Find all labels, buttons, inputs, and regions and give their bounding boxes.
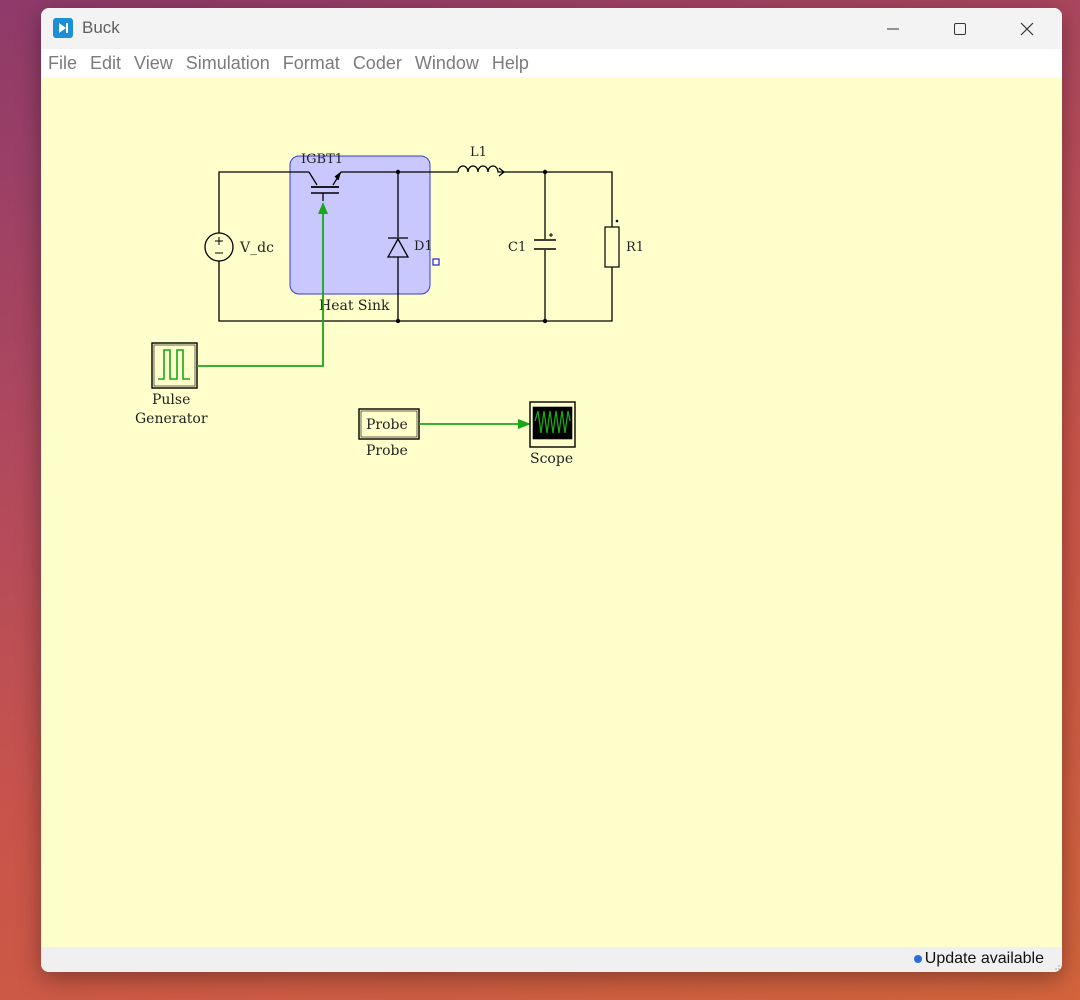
probe-label: Probe (366, 443, 408, 459)
pulse-generator-label-line2: Generator (135, 411, 208, 427)
diode-icon[interactable] (386, 237, 410, 258)
heat-sink-label: Heat Sink (319, 298, 390, 314)
update-text: Update available (924, 950, 1044, 967)
menu-bar: File Edit View Simulation Format Coder W… (41, 49, 1062, 77)
heat-sink-block[interactable] (289, 155, 431, 295)
heat-sink-port[interactable] (432, 258, 440, 266)
schematic-diagram: Heat Sink (135, 145, 644, 467)
probe-scope-wire (419, 419, 531, 429)
app-window: Buck File Edit View Simulation Format Co… (41, 8, 1062, 972)
diode-label: D1 (414, 239, 433, 254)
schematic-canvas[interactable]: Heat Sink (41, 77, 1062, 947)
probe-block-text: Probe (366, 417, 408, 433)
menu-format[interactable]: Format (282, 52, 340, 73)
app-logo-icon (53, 18, 73, 38)
igbt-label: IGBT1 (301, 152, 343, 167)
maximize-icon (954, 22, 966, 35)
menu-coder[interactable]: Coder (352, 52, 402, 73)
pulse-generator-label-line1: Pulse (152, 392, 190, 408)
close-icon (1020, 22, 1034, 35)
igbt-icon[interactable] (308, 171, 342, 201)
resistor-icon[interactable] (604, 219, 620, 268)
status-bar: Update available (41, 947, 1062, 972)
menu-view[interactable]: View (134, 52, 173, 73)
inductor-icon[interactable] (457, 165, 506, 177)
minimize-button[interactable] (861, 8, 925, 49)
info-icon (913, 955, 922, 963)
menu-edit[interactable]: Edit (90, 52, 122, 73)
probe-block[interactable] (358, 408, 420, 440)
gate-signal-wire (197, 202, 328, 367)
maximize-button[interactable] (928, 8, 992, 49)
resistor-label: R1 (626, 240, 644, 255)
close-button[interactable] (995, 8, 1059, 49)
pulse-generator-block[interactable] (151, 342, 198, 389)
scope-label: Scope (530, 451, 573, 467)
menu-simulation[interactable]: Simulation (185, 52, 270, 73)
junction-dots (395, 169, 548, 324)
menu-file[interactable]: File (48, 52, 78, 73)
title-bar[interactable]: Buck (41, 8, 1062, 49)
minimize-icon (887, 28, 899, 29)
scope-block[interactable] (529, 401, 576, 448)
capacitor-icon[interactable] (534, 233, 556, 250)
dc-source-icon[interactable] (204, 232, 234, 262)
update-available-link[interactable]: Update available (913, 950, 1044, 968)
window-title: Buck (82, 18, 120, 37)
menu-help[interactable]: Help (491, 52, 529, 73)
capacitor-label: C1 (508, 240, 526, 255)
menu-window[interactable]: Window (414, 52, 479, 73)
inductor-label: L1 (470, 145, 487, 160)
resize-grip-icon[interactable] (1054, 964, 1060, 970)
dc-source-label: V_dc (239, 240, 274, 256)
